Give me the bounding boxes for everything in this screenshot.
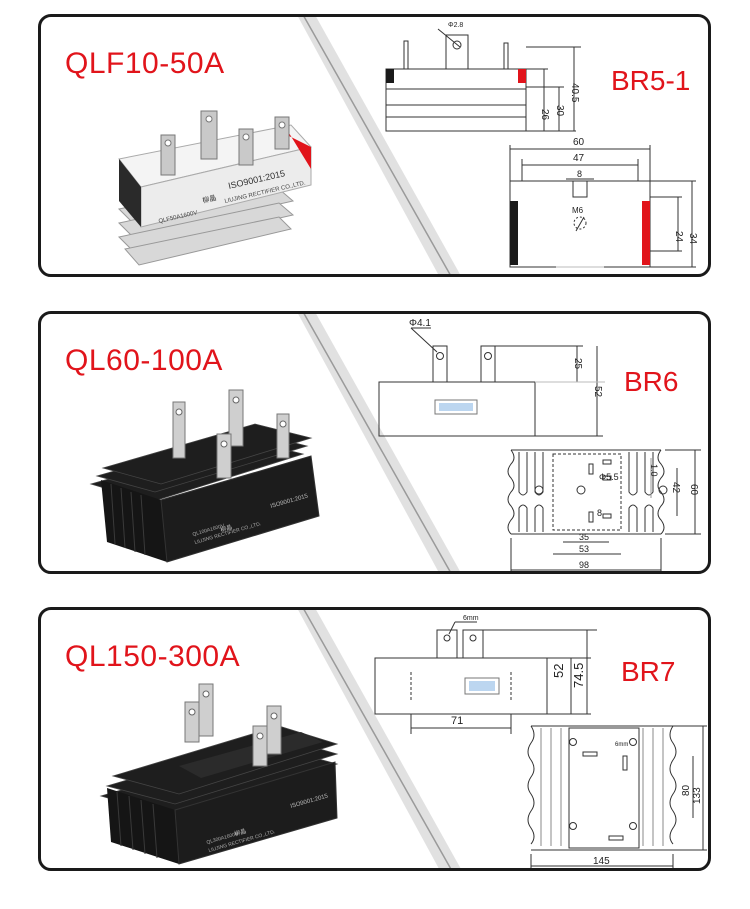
dim-8: 8 bbox=[597, 508, 602, 518]
product-panel-qlf10-50a: QLF10-50A 柳晶 ISO9001:2015 LIUJING RECTIF… bbox=[38, 14, 711, 277]
dim-width-8: 8 bbox=[577, 169, 582, 179]
dim-height-52: 52 bbox=[592, 386, 603, 398]
rectifier-photo-br7: 柳晶 ISO9001:2015 LIUJING RECTIFIER CO.,LT… bbox=[99, 683, 339, 865]
top-view-drawing: Φ5.5 1.0 42 60 8 35 53 98 bbox=[507, 449, 701, 571]
dim-thread: M6 bbox=[572, 206, 584, 215]
dim-133: 133 bbox=[692, 787, 703, 804]
dim-35: 35 bbox=[579, 532, 589, 542]
rectifier-photo-br6: 柳晶 ISO9001:2015 LIUJING RECTIFIER CO.,LT… bbox=[89, 389, 320, 563]
dim-width-71: 71 bbox=[451, 715, 463, 727]
photo-brand: 柳晶 bbox=[233, 827, 247, 838]
product-panel-ql60-100a: QL60-100A 柳晶 ISO9001:2015 LIUJING RECTIF… bbox=[38, 311, 711, 574]
dim-145: 145 bbox=[593, 856, 610, 867]
dim-1-0: 1.0 bbox=[649, 464, 659, 477]
dim-height-25: 25 bbox=[572, 358, 583, 370]
dim-height-52: 52 bbox=[551, 664, 566, 678]
model-title: QL150-300A bbox=[65, 640, 241, 673]
dim-53: 53 bbox=[579, 544, 589, 554]
dim-width-60: 60 bbox=[573, 137, 585, 148]
package-label: BR7 bbox=[621, 656, 676, 687]
dim-hole-6mm: 6mm bbox=[615, 742, 628, 748]
dim-height-74-5: 74.5 bbox=[571, 663, 586, 688]
side-view-drawing: Φ4.1 25 52 bbox=[378, 318, 605, 437]
package-label: BR6 bbox=[624, 366, 679, 397]
dim-height-26: 26 bbox=[539, 109, 550, 121]
dim-42: 42 bbox=[670, 482, 681, 494]
dim-hole: Φ4.1 bbox=[409, 318, 431, 329]
dim-80: 80 bbox=[681, 784, 692, 796]
dim-hole-5-5: Φ5.5 bbox=[599, 472, 619, 482]
dim-height-40-5: 40.5 bbox=[569, 83, 580, 103]
dim-hole: 6mm bbox=[463, 615, 479, 622]
photo-brand: 柳晶 bbox=[201, 193, 217, 205]
dim-98: 98 bbox=[579, 560, 589, 570]
side-view-drawing: Φ2.8 26 30 40.5 bbox=[385, 22, 581, 132]
photo-brand: 柳晶 bbox=[219, 523, 233, 534]
model-title: QLF10-50A bbox=[65, 47, 225, 80]
dim-60: 60 bbox=[688, 484, 699, 496]
model-title: QL60-100A bbox=[65, 344, 223, 377]
product-panel-ql150-300a: QL150-300A 柳晶 ISO9001:2015 LIUJING RECTI… bbox=[38, 607, 711, 871]
dim-height-24: 24 bbox=[673, 231, 684, 243]
top-view-drawing: 6mm 80 133 145 bbox=[527, 725, 707, 868]
side-view-drawing: 6mm 52 74.5 71 bbox=[374, 615, 597, 734]
dim-width-47: 47 bbox=[573, 153, 585, 164]
dim-height-34: 34 bbox=[687, 233, 698, 245]
top-view-drawing: 60 47 8 M6 24 34 bbox=[509, 137, 698, 268]
dim-hole: Φ2.8 bbox=[448, 22, 463, 29]
package-label: BR5-1 bbox=[611, 65, 691, 96]
dim-height-30: 30 bbox=[554, 105, 565, 117]
rectifier-photo-br5-1: 柳晶 ISO9001:2015 LIUJING RECTIFIER CO.,LT… bbox=[117, 110, 312, 266]
